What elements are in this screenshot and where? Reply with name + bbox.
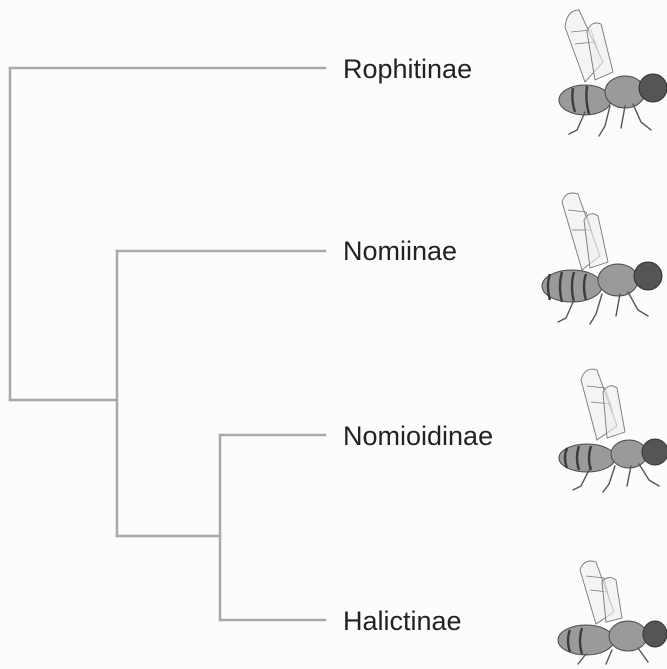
tree-branches <box>10 68 325 620</box>
taxon-label-nomioidinae: Nomioidinae <box>343 421 493 451</box>
taxon-label-nomiinae: Nomiinae <box>343 236 457 266</box>
nomioidinae-bee-illustration <box>559 369 667 492</box>
rophitinae-bee-illustration <box>559 10 667 136</box>
nomiinae-bee-illustration <box>542 193 662 324</box>
taxon-label-halictinae: Halictinae <box>343 606 462 636</box>
taxon-labels: Rophitinae Nomiinae Nomioidinae Halictin… <box>343 54 493 636</box>
halictinae-bee-illustration <box>558 561 667 664</box>
taxon-label-rophitinae: Rophitinae <box>343 54 472 84</box>
